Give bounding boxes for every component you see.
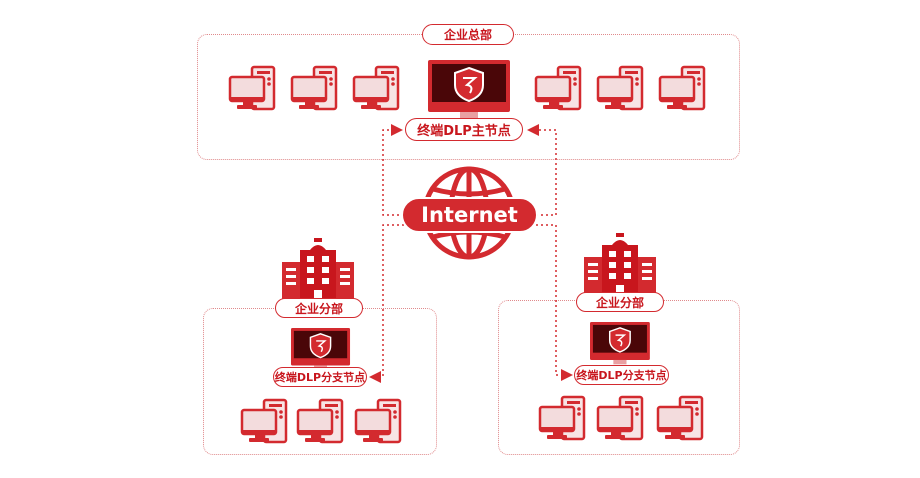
branch-label-left: 企业分部 — [275, 298, 363, 318]
computer-icon — [658, 65, 706, 111]
computer-icon — [228, 65, 276, 111]
computer-icon — [596, 395, 644, 441]
branch-node-label-left: 终端DLP分支节点 — [273, 367, 367, 387]
link-master-right — [527, 124, 557, 216]
dlp-master-monitor-icon — [427, 59, 511, 119]
computer-icon — [596, 65, 644, 111]
dlp-branch-monitor-icon — [589, 321, 651, 366]
computer-icon — [296, 398, 344, 444]
computer-icon — [352, 65, 400, 111]
internet-label: Internet — [401, 197, 538, 233]
computer-icon — [538, 395, 586, 441]
building-icon — [584, 233, 656, 297]
link-master-left — [382, 124, 404, 216]
headquarters-label: 企业总部 — [422, 24, 514, 45]
computer-icon — [290, 65, 338, 111]
computer-icon — [534, 65, 582, 111]
dlp-branch-monitor-icon — [290, 327, 351, 371]
computer-icon — [354, 398, 402, 444]
computer-icon — [240, 398, 288, 444]
link-branch-left — [369, 224, 404, 383]
computer-icon — [656, 395, 704, 441]
link-branch-right — [536, 224, 573, 381]
branch-label-right: 企业分部 — [576, 292, 664, 312]
master-node-label: 终端DLP主节点 — [405, 118, 523, 141]
building-icon — [282, 238, 354, 302]
branch-node-label-right: 终端DLP分支节点 — [574, 365, 669, 385]
